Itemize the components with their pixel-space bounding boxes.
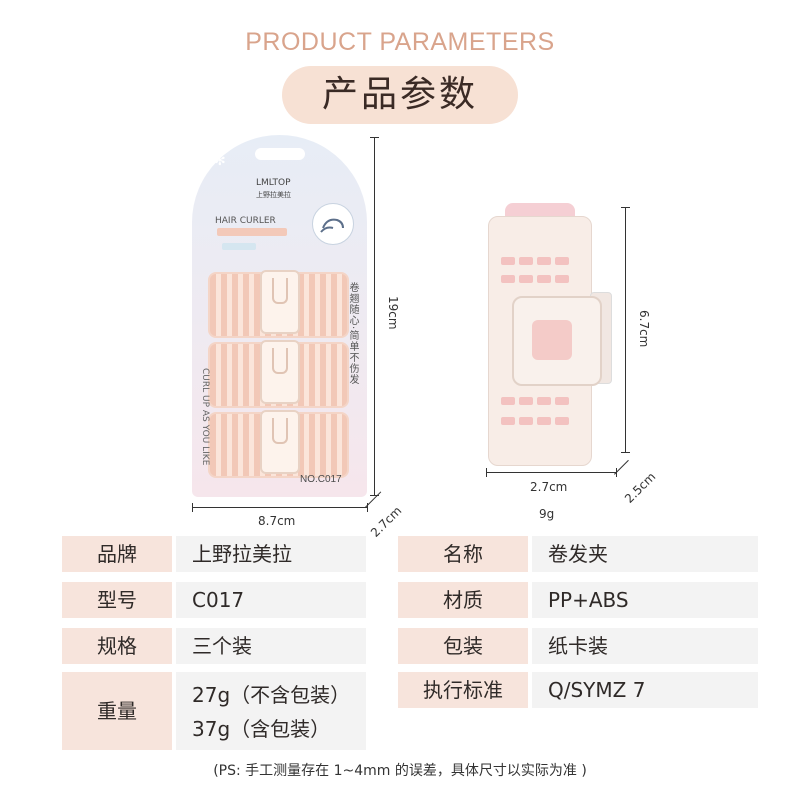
spec-label-brand: 品牌 — [62, 536, 172, 572]
package-slogan-en: CURL UP AS YOU LIKE — [200, 368, 210, 466]
curler-clip-inner — [532, 320, 572, 360]
curler-on-card — [208, 340, 349, 408]
curler-width-label: 2.7cm — [530, 480, 568, 494]
weight-without-package: 27g（不含包装） — [192, 683, 351, 707]
curler-on-card — [208, 270, 349, 338]
dimension-tick — [370, 137, 379, 138]
flower-icon: ✻ — [214, 153, 226, 169]
package-hang-hole — [255, 148, 305, 160]
dimension-tick — [486, 468, 487, 477]
spec-value-standard: Q/SYMZ 7 — [532, 672, 758, 708]
curler-weight-label: 9g — [539, 507, 555, 521]
dimension-tick — [192, 503, 193, 512]
package-width-label: 8.7cm — [258, 514, 296, 528]
title-chinese: 产品参数 — [321, 74, 478, 115]
dimension-line — [486, 472, 616, 473]
package-product-name: HAIR CURLER — [215, 216, 276, 226]
curler-clip — [512, 296, 602, 386]
package-model-number: NO.C017 — [300, 474, 342, 485]
title-pill — [282, 66, 518, 124]
curl-hair-icon — [312, 203, 354, 245]
spec-value-packaging: 纸卡装 — [532, 628, 758, 664]
package-tag — [222, 243, 256, 250]
package-brand-en: LMLTOP — [256, 178, 291, 188]
spec-label-name: 名称 — [398, 536, 528, 572]
dimension-tick — [370, 495, 379, 496]
spec-value-weight: 27g（不含包装） 37g（含包装） — [176, 672, 366, 750]
spec-label-standard: 执行标准 — [398, 672, 528, 708]
curler-on-card — [208, 410, 349, 478]
spec-value-spec: 三个装 — [176, 628, 366, 664]
package-depth-label: 2.7cm — [368, 503, 405, 540]
spec-label-weight: 重量 — [62, 672, 172, 750]
dimension-line — [374, 137, 375, 495]
spec-value-material: PP+ABS — [532, 582, 758, 618]
package-height-label: 19cm — [386, 296, 400, 330]
weight-with-package: 37g（含包装） — [192, 717, 331, 741]
dimension-line — [625, 207, 626, 452]
spec-value-model: C017 — [176, 582, 366, 618]
curler-depth-label: 2.5cm — [622, 469, 659, 506]
title-english: PRODUCT PARAMETERS — [245, 28, 555, 56]
measurement-note: (PS: 手工测量存在 1~4mm 的误差，具体尺寸以实际为准 ) — [213, 763, 587, 779]
spec-label-packaging: 包装 — [398, 628, 528, 664]
package-brand-cn: 上野拉美拉 — [256, 191, 291, 199]
package-slogan-cn: 卷翘随心·简单不伤发 — [347, 282, 358, 386]
spec-label-spec: 规格 — [62, 628, 172, 664]
dimension-tick — [367, 503, 368, 512]
dimension-tick — [621, 452, 630, 453]
spec-value-brand: 上野拉美拉 — [176, 536, 366, 572]
package-tag — [217, 228, 287, 236]
spec-value-name: 卷发夹 — [532, 536, 758, 572]
spec-label-material: 材质 — [398, 582, 528, 618]
curler-height-label: 6.7cm — [637, 310, 651, 348]
dimension-tick — [621, 207, 630, 208]
dimension-line — [192, 507, 367, 508]
spec-label-model: 型号 — [62, 582, 172, 618]
